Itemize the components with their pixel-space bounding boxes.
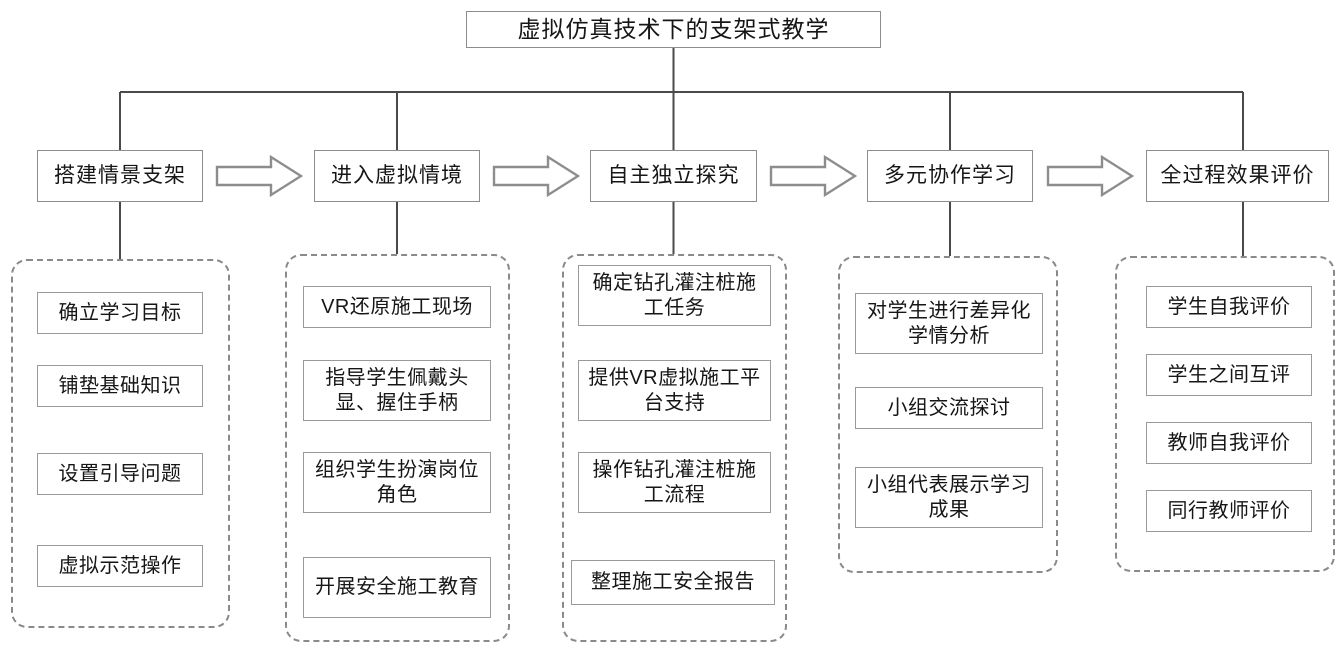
stage-box-1[interactable]: 搭建情景支架: [37, 150, 203, 202]
stage-2-item-1[interactable]: VR还原施工现场: [303, 286, 491, 328]
block-arrow-right-icon-1: [215, 154, 303, 198]
stage-group-5: [1115, 256, 1335, 572]
stage-box-3[interactable]: 自主独立探究: [590, 150, 757, 202]
stage-3-item-2[interactable]: 提供VR虚拟施工平台支持: [578, 360, 771, 421]
stage-4-item-2[interactable]: 小组交流探讨: [855, 387, 1043, 429]
stage-2-item-2[interactable]: 指导学生佩戴头显、握住手柄: [303, 360, 491, 421]
stage-1-item-2[interactable]: 铺垫基础知识: [37, 365, 203, 407]
stage-group-3: [562, 254, 787, 642]
stage-3-item-1[interactable]: 确定钻孔灌注桩施工任务: [578, 265, 771, 326]
diagram-title-label: 虚拟仿真技术下的支架式教学: [517, 16, 830, 43]
stage-box-2[interactable]: 进入虚拟情境: [314, 150, 480, 202]
stage-box-4[interactable]: 多元协作学习: [867, 150, 1033, 202]
stage-label-3: 自主独立探究: [607, 163, 740, 187]
stage-2-item-3[interactable]: 组织学生扮演岗位角色: [303, 452, 491, 513]
stage-5-item-3[interactable]: 教师自我评价: [1146, 422, 1312, 464]
stage-group-2: [285, 254, 510, 642]
diagram-title-box: 虚拟仿真技术下的支架式教学: [466, 11, 881, 48]
stage-label-5: 全过程效果评价: [1160, 163, 1315, 187]
stage-2-item-4[interactable]: 开展安全施工教育: [303, 557, 491, 618]
stage-label-4: 多元协作学习: [884, 163, 1016, 187]
stage-label-1: 搭建情景支架: [54, 163, 186, 187]
block-arrow-right-icon-3: [769, 154, 857, 198]
block-arrow-right-icon-4: [1046, 154, 1134, 198]
stage-1-item-3[interactable]: 设置引导问题: [37, 453, 203, 495]
stage-group-1: [11, 259, 230, 628]
stage-4-item-1[interactable]: 对学生进行差异化学情分析: [855, 293, 1043, 354]
block-arrow-right-icon-2: [492, 154, 580, 198]
stage-box-5[interactable]: 全过程效果评价: [1146, 150, 1329, 202]
stage-5-item-4[interactable]: 同行教师评价: [1146, 490, 1312, 532]
stage-5-item-1[interactable]: 学生自我评价: [1146, 286, 1312, 328]
stage-label-2: 进入虚拟情境: [331, 163, 463, 187]
stage-1-item-1[interactable]: 确立学习目标: [37, 292, 203, 334]
stage-3-item-4[interactable]: 整理施工安全报告: [571, 560, 775, 605]
stage-group-4: [838, 256, 1058, 573]
stage-3-item-3[interactable]: 操作钻孔灌注桩施工流程: [578, 452, 771, 513]
stage-1-item-4[interactable]: 虚拟示范操作: [37, 545, 203, 587]
stage-4-item-3[interactable]: 小组代表展示学习成果: [855, 467, 1043, 528]
stage-5-item-2[interactable]: 学生之间互评: [1146, 354, 1312, 396]
